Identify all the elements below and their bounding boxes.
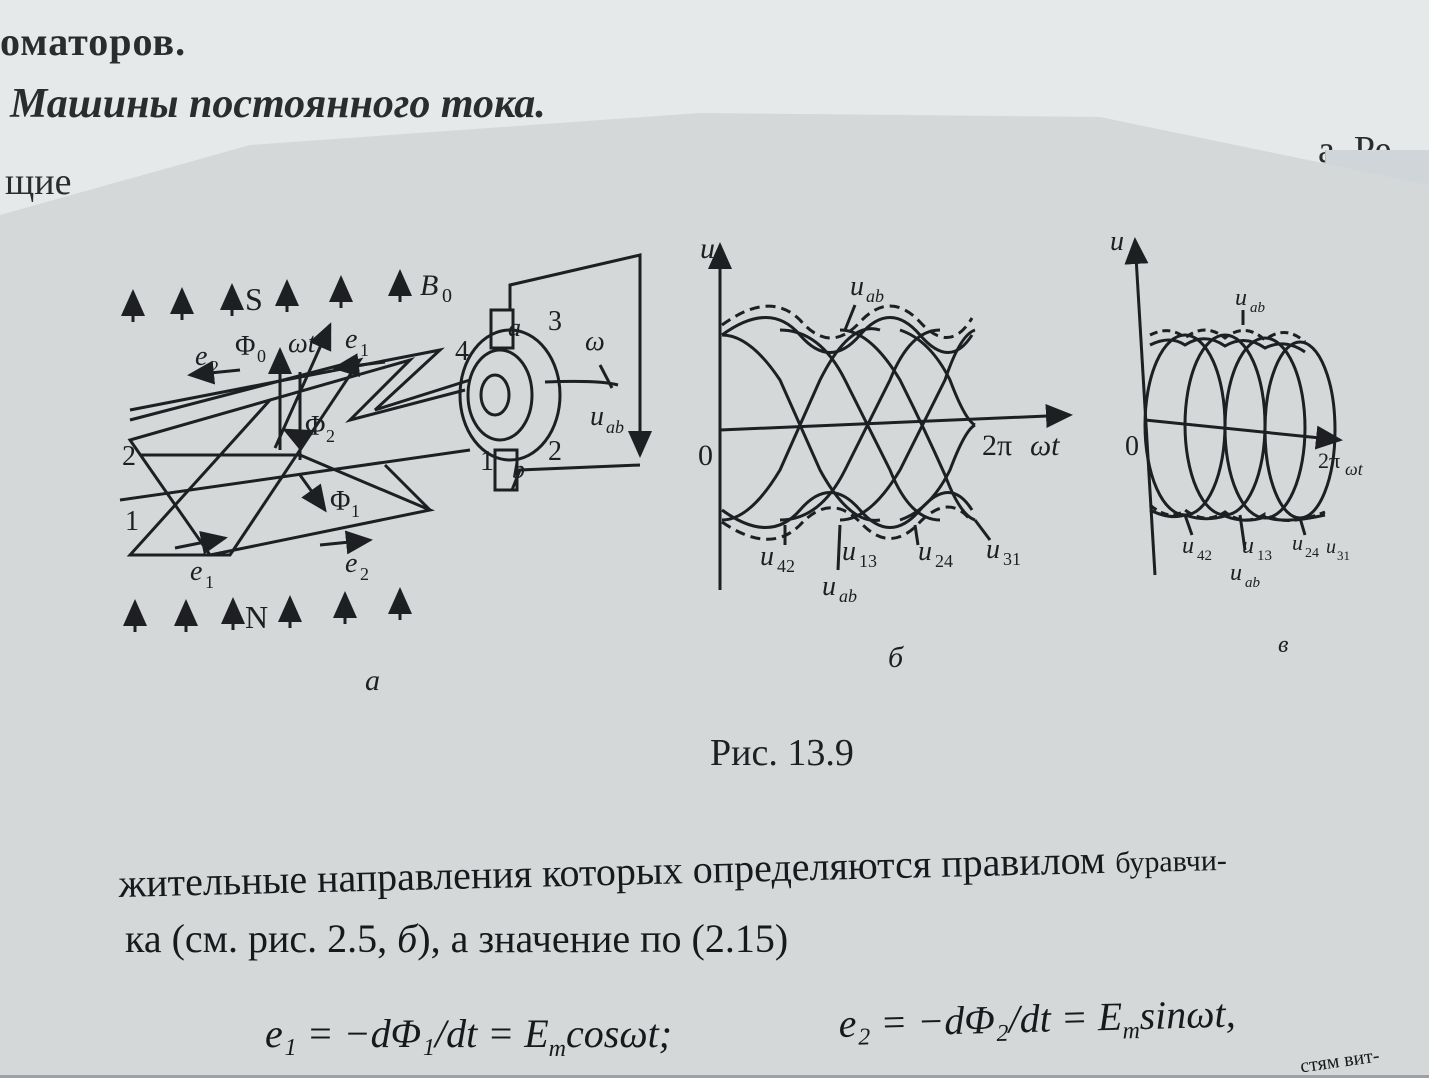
label-e2-bottom-sub: 2: [360, 564, 369, 584]
label-u42: u: [760, 541, 774, 572]
axis-wt-label-c: ωt: [1345, 459, 1364, 479]
field-arrows-bottom: [123, 587, 412, 632]
label-B0: B: [420, 269, 438, 302]
label-u24-c-sub: 24: [1305, 546, 1319, 561]
panel-b-label: б: [888, 641, 904, 674]
paragraph-line-2-b: б: [397, 916, 418, 961]
label-u31-c: u: [1326, 536, 1336, 558]
label-phi0: Φ: [235, 331, 255, 362]
label-e2-top-sub: 2: [210, 357, 219, 377]
label-e2-top: e: [195, 341, 207, 372]
label-u31: u: [986, 534, 1000, 565]
book-page: [0, 113, 1429, 1075]
label-e1-top-sub: 1: [360, 340, 369, 360]
label-coil-2: 2: [122, 441, 136, 472]
figure-caption: Рис. 13.9: [710, 732, 854, 774]
panel-a-diagram: [119, 253, 652, 632]
label-brush-a: a: [508, 313, 521, 342]
label-uab-top-c-sub: ab: [1250, 300, 1266, 316]
label-uab-bottom-c: u: [1230, 560, 1242, 586]
origin-label-c: 0: [1125, 431, 1139, 462]
label-u13: u: [842, 536, 856, 567]
formula-e2-tail: sinωt,: [1138, 990, 1237, 1039]
back-page-line: щие: [5, 161, 72, 203]
panel-b-plot: [708, 242, 1073, 590]
label-u24: u: [918, 536, 932, 567]
commutator: [458, 253, 652, 492]
panel-a-labels: S N B 0 Φ 0 ωt e 1 e 2 Φ 2 Φ 1 e 1 e 2 2…: [122, 269, 624, 697]
label-u42-c: u: [1182, 533, 1194, 559]
label-coil-1: 1: [125, 506, 139, 537]
label-comm-3: 3: [548, 306, 562, 337]
paragraph-line-2-a: ка (см. рис. 2.5,: [125, 916, 398, 961]
paragraph-line-1-tail: буравчи-: [1114, 843, 1228, 880]
formula-e1-sub: m: [548, 1036, 566, 1062]
label-B0-sub: 0: [442, 285, 452, 307]
label-e1-top: e: [345, 324, 357, 355]
formula-e2-main: e₂ = −dΦ₂/dt = E: [838, 993, 1123, 1046]
label-u42-c-sub: 42: [1197, 548, 1212, 564]
label-N: N: [245, 599, 268, 635]
formula-e2: e₂ = −dΦ₂/dt = Emsinωt,: [838, 990, 1236, 1053]
label-phi1-sub: 1: [351, 501, 360, 521]
label-S: S: [245, 281, 263, 317]
field-arrows-top: [121, 269, 412, 322]
label-phi1: Φ: [330, 486, 350, 517]
label-phi2: Φ: [305, 411, 325, 442]
label-u31-sub: 31: [1003, 549, 1021, 569]
label-brush-b: b: [512, 455, 525, 484]
label-e2-bottom: e: [345, 548, 357, 579]
axis-u-label: u: [700, 232, 715, 265]
label-u13-c-sub: 13: [1257, 548, 1272, 564]
panel-c-label: в: [1278, 632, 1288, 658]
label-omega-t: ωt: [288, 328, 317, 359]
label-e1-bottom-sub: 1: [205, 572, 214, 592]
label-phi0-sub: 0: [257, 346, 266, 366]
label-u13-sub: 13: [859, 551, 877, 571]
label-uab: u: [590, 401, 604, 432]
back-page-heading: Машины постоянного тока.: [10, 81, 546, 127]
coil-frame: [119, 347, 471, 512]
label-omega: ω: [585, 326, 605, 357]
label-uab-top-sub: ab: [866, 286, 884, 306]
panel-c-labels: u 0 2π ωt u ab u 42 u 13 u 24 u 31 u ab …: [1110, 226, 1364, 658]
label-u31-c-sub: 31: [1337, 548, 1350, 563]
panel-c-plot: [1124, 237, 1343, 576]
axis-u-label-c: u: [1110, 226, 1124, 257]
paragraph-line-2-c: ), а значение по (2.15): [417, 916, 789, 961]
label-uab-bottom: u: [822, 571, 836, 602]
back-page-line: оматоров.: [0, 19, 187, 64]
label-comm-2: 2: [548, 436, 562, 467]
origin-label: 0: [698, 439, 713, 472]
tick-2pi: 2π: [982, 429, 1012, 462]
formula-e1: e₁ = −dΦ₁/dt = Emcosωt;: [265, 1010, 672, 1063]
label-uab-top: u: [850, 271, 864, 302]
formula-e1-tail: cosωt;: [566, 1011, 672, 1056]
label-phi2-sub: 2: [326, 426, 335, 446]
label-uab-bottom-c-sub: ab: [1245, 575, 1261, 591]
label-uab-bottom-sub: ab: [839, 586, 857, 606]
label-uab-top-c: u: [1235, 285, 1247, 311]
formula-e2-sub: m: [1122, 1018, 1141, 1045]
tick-2pi-c: 2π: [1318, 448, 1340, 473]
axis-wt-label: ωt: [1030, 429, 1060, 462]
panel-a-label: а: [365, 664, 380, 697]
formula-e1-main: e₁ = −dΦ₁/dt = E: [265, 1011, 549, 1056]
label-uab-sub: ab: [606, 417, 624, 437]
label-u42-sub: 42: [777, 556, 795, 576]
paragraph-line-2: ка (см. рис. 2.5, б), а значение по (2.1…: [125, 915, 788, 962]
coil-2: [127, 356, 466, 557]
panel-b-labels: u 0 2π ωt u ab u 42 u 13 u 24 u 31 u ab …: [698, 232, 1060, 674]
label-comm-1: 1: [480, 446, 494, 477]
label-comm-4: 4: [455, 336, 469, 367]
label-e1-bottom: e: [190, 556, 202, 587]
label-u24-sub: 24: [935, 551, 953, 571]
label-u13-c: u: [1242, 533, 1254, 559]
label-u24-c: u: [1292, 530, 1303, 555]
